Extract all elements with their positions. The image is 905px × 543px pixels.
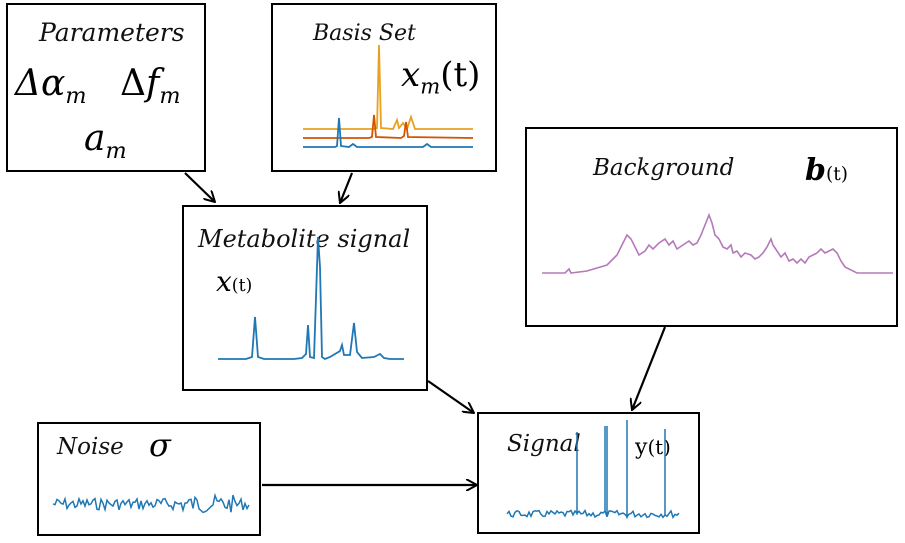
noise-trace	[52, 492, 250, 514]
basis-spectrum-red	[303, 114, 474, 139]
delta-f-param: Δfm	[120, 63, 181, 109]
metabolite-spectrum	[218, 236, 404, 361]
basis-set-box: Basis Set xm(t)	[271, 3, 497, 172]
parameters-box: Parameters Δαm Δfm am	[6, 3, 206, 172]
basis-set-spectra	[303, 44, 474, 148]
background-equation: b(t)	[805, 153, 848, 188]
metabolite-signal-box: Metabolite signal x(t)	[182, 205, 428, 391]
metabolite-signal-title: Metabolite signal	[198, 225, 411, 253]
metabolite-signal-equation: x(t)	[216, 265, 253, 298]
noise-box: Noise σ	[37, 422, 261, 536]
arrow-metabolite-to-signal	[427, 380, 474, 413]
arrow-background-to-signal	[632, 326, 667, 410]
basis-set-title: Basis Set	[313, 21, 416, 46]
arrow-parameters-to-metabolite	[184, 172, 215, 202]
delta-alpha-param: Δαm	[15, 63, 87, 109]
signal-box: Signal y(t)	[477, 412, 700, 534]
background-box: Background b(t)	[525, 127, 898, 327]
background-spectrum	[542, 212, 893, 274]
basis-spectrum-blue	[303, 117, 473, 148]
basis-spectrum-orange	[303, 44, 473, 132]
signal-trace	[506, 420, 680, 520]
basis-set-equation: xm(t)	[401, 55, 481, 99]
noise-sigma: σ	[149, 426, 171, 464]
amplitude-param: am	[84, 118, 127, 164]
noise-title: Noise	[57, 434, 124, 460]
parameters-title: Parameters	[39, 18, 185, 47]
background-title: Background	[593, 155, 735, 181]
arrow-basis-to-metabolite	[340, 172, 354, 203]
signal-title: Signal	[507, 431, 581, 457]
